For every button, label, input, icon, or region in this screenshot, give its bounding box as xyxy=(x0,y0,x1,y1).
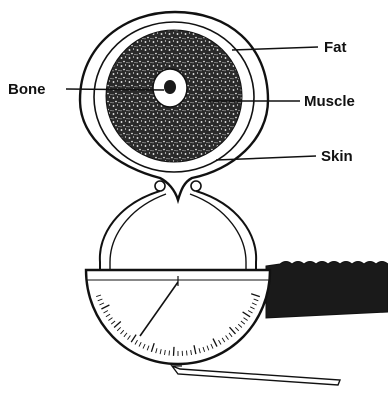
bone-label: Bone xyxy=(8,81,46,98)
dial-tick xyxy=(169,351,170,356)
dial-tick xyxy=(187,351,188,356)
bone-leader-line xyxy=(66,89,164,90)
bone-marrow xyxy=(164,80,176,94)
caliper-handle xyxy=(266,262,388,319)
caliper-lever xyxy=(172,366,340,385)
caliper-jaw-right xyxy=(191,181,201,191)
muscle-label: Muscle xyxy=(304,93,355,110)
dial-tick xyxy=(174,347,175,356)
skin-label: Skin xyxy=(321,148,353,165)
fat-label: Fat xyxy=(324,39,347,56)
caliper-jaw-left xyxy=(155,181,165,191)
